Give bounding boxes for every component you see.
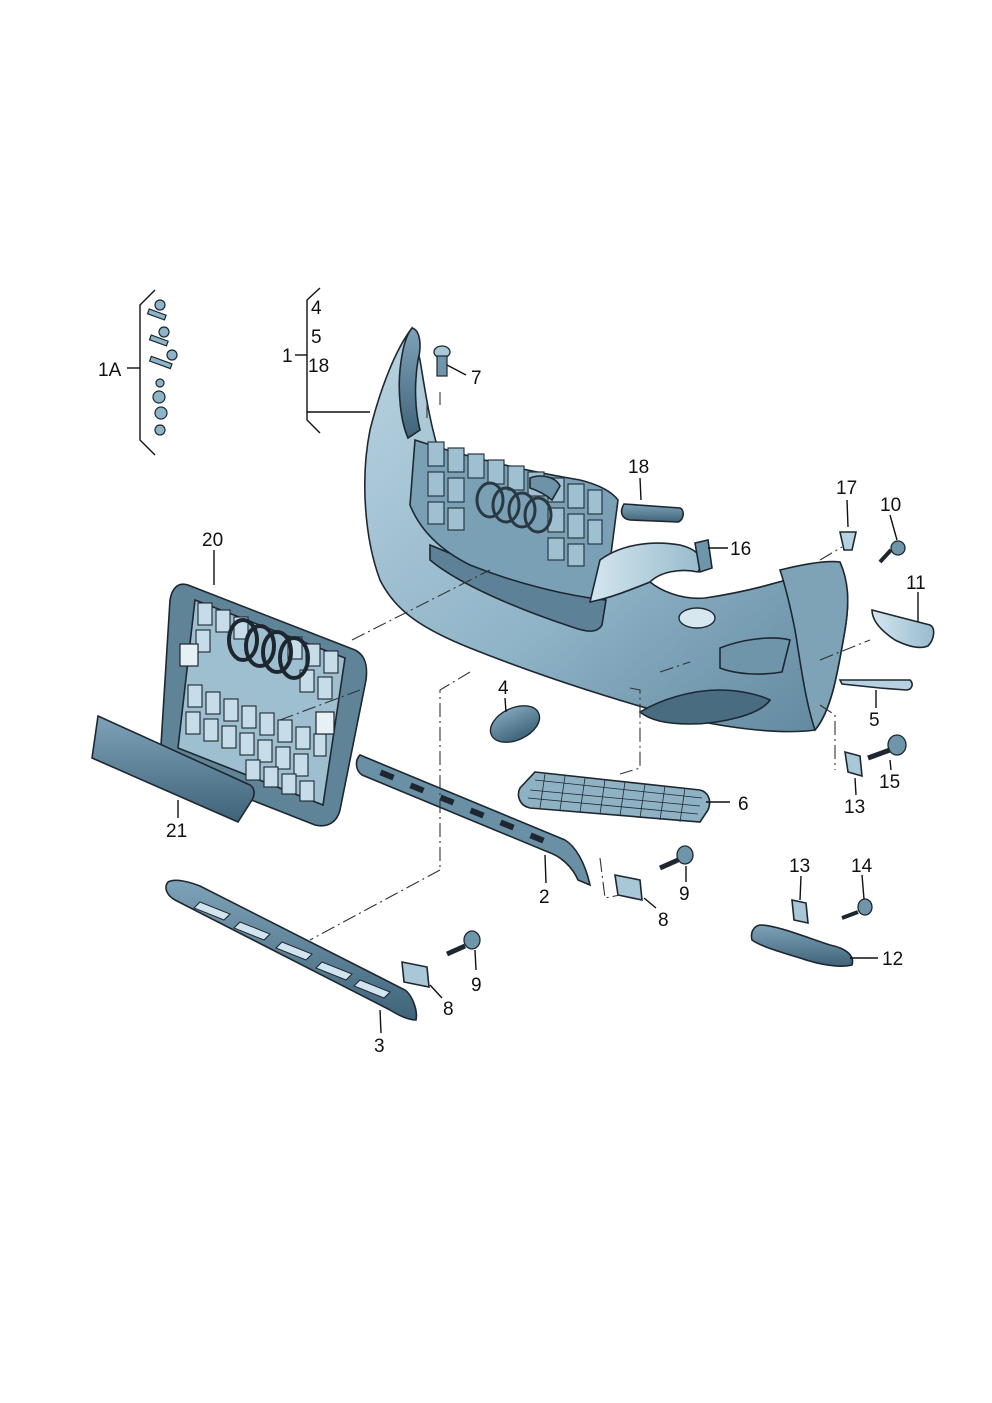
screw-14 — [841, 898, 873, 920]
callout-3: 3 — [374, 1036, 385, 1057]
screw-15 — [867, 734, 907, 761]
callout-5: 5 — [869, 710, 880, 731]
trim-strip-18 — [620, 503, 684, 523]
callout-1: 1 — [282, 346, 293, 367]
callout-2: 2 — [539, 887, 550, 908]
bracket-12 — [750, 924, 854, 967]
clip-8b — [401, 961, 430, 988]
spoiler-lower — [165, 879, 418, 1021]
clip-8a — [614, 873, 643, 902]
callout-6: 6 — [738, 794, 749, 815]
strip-5 — [838, 679, 913, 691]
cap-17 — [839, 531, 857, 551]
callout-13b: 13 — [789, 856, 810, 877]
callout-9a: 9 — [679, 884, 690, 905]
callout-9b: 9 — [471, 975, 482, 996]
callout-17: 17 — [836, 478, 857, 499]
spoiler-center — [355, 754, 592, 887]
bumper-cover — [364, 326, 849, 733]
callout-1A: 1A — [98, 360, 122, 381]
screw-10 — [878, 540, 906, 564]
callout-1-sub-18: 18 — [308, 356, 329, 377]
leader-lines — [127, 287, 919, 1034]
callout-labels: 1A 1 4 5 18 7 18 17 10 16 11 20 4 5 15 1… — [98, 298, 926, 1057]
assembly-lines — [279, 392, 871, 941]
callout-14: 14 — [851, 856, 873, 877]
radiator-grille — [160, 583, 368, 827]
callout-7: 7 — [471, 368, 482, 389]
callout-8a: 8 — [658, 910, 669, 931]
callout-1-sub-4: 4 — [311, 298, 322, 319]
callout-21: 21 — [166, 821, 187, 842]
callout-15: 15 — [879, 772, 900, 793]
clip-13b — [791, 898, 809, 925]
washer-jet-cover — [489, 705, 541, 743]
callout-1-sub-5: 5 — [311, 327, 322, 348]
callout-10: 10 — [880, 495, 901, 516]
callout-13a: 13 — [844, 797, 865, 818]
callout-12: 12 — [882, 949, 903, 970]
licence-plate-holder — [91, 714, 255, 824]
fastener-set-1A — [146, 299, 178, 436]
screw-9a — [658, 845, 694, 871]
bumper-grille-mesh — [427, 441, 603, 567]
callout-20: 20 — [202, 530, 223, 551]
grille-logo-rings — [227, 618, 310, 680]
callout-16: 16 — [730, 539, 751, 560]
callout-4: 4 — [498, 678, 509, 699]
callout-11: 11 — [906, 573, 926, 594]
bracket-11 — [871, 608, 935, 649]
bumper-logo-rings — [475, 481, 553, 534]
screw-7 — [433, 345, 451, 377]
screw-9b — [445, 930, 481, 957]
clip-13a — [844, 750, 863, 778]
callout-18: 18 — [628, 457, 649, 478]
grille-insert — [517, 771, 711, 823]
clip-16 — [694, 539, 713, 574]
callout-8b: 8 — [443, 999, 454, 1020]
